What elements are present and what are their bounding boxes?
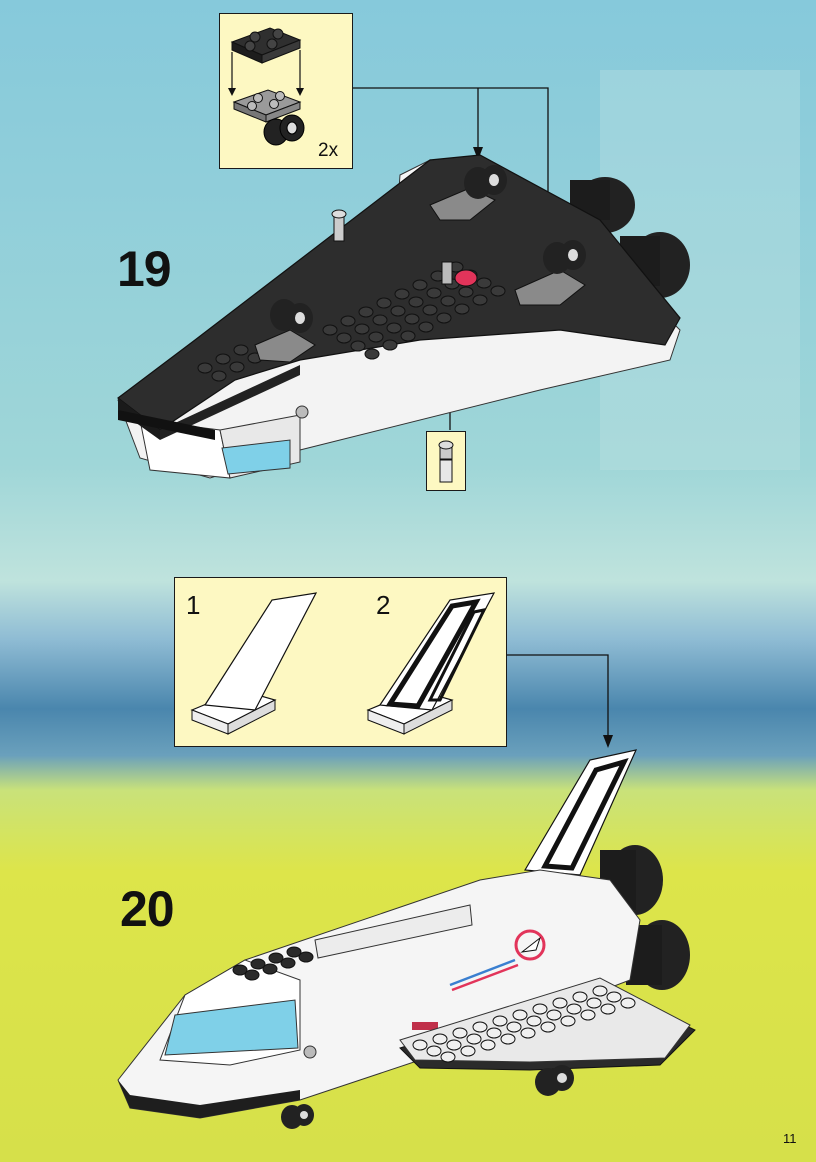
- stud: [620, 997, 636, 1009]
- stud: [466, 1033, 482, 1045]
- substep-label-1: 1: [186, 590, 201, 620]
- stud: [552, 997, 568, 1009]
- stud: [572, 991, 588, 1003]
- stud: [408, 296, 424, 308]
- payload-bay-door: [314, 904, 473, 959]
- stud: [520, 1027, 536, 1039]
- stud: [426, 287, 442, 299]
- stud: [440, 1051, 456, 1063]
- stud: [233, 344, 249, 356]
- stud: [566, 1003, 582, 1015]
- step20-cockpit-window: [164, 999, 299, 1056]
- stud: [422, 304, 438, 316]
- stud: [592, 985, 608, 997]
- stud: [229, 361, 245, 373]
- stud: [500, 1033, 516, 1045]
- stud: [232, 964, 248, 976]
- stud: [480, 1039, 496, 1051]
- stud: [400, 330, 416, 342]
- stud: [492, 1015, 508, 1027]
- stud: [532, 1003, 548, 1015]
- step20-landing-wheels: [281, 1065, 574, 1129]
- stud: [197, 362, 213, 374]
- stud: [546, 1009, 562, 1021]
- stud: [472, 294, 488, 306]
- landing-gear-assemblies: [254, 165, 586, 363]
- plate-2x2-black-icon: [230, 27, 302, 64]
- stud: [586, 997, 602, 1009]
- stud: [298, 951, 314, 963]
- stud: [426, 1045, 442, 1057]
- shuttle-logo-icon: [449, 929, 546, 992]
- stud: [580, 1009, 596, 1021]
- quantity-label: 2x: [318, 140, 339, 161]
- stud: [440, 295, 456, 307]
- stud: [436, 312, 452, 324]
- stud: [458, 286, 474, 298]
- stud: [244, 969, 260, 981]
- stud: [354, 323, 370, 335]
- stud: [606, 991, 622, 1003]
- stud: [526, 1015, 542, 1027]
- stud: [322, 324, 338, 336]
- stud: [358, 306, 374, 318]
- stud: [490, 285, 506, 297]
- stud: [250, 958, 266, 970]
- stud: [560, 1015, 576, 1027]
- stud: [460, 1045, 476, 1057]
- substep-label-2: 2: [376, 590, 391, 620]
- stud: [446, 1039, 462, 1051]
- stud: [372, 314, 388, 326]
- step20-fuselage: [117, 869, 641, 1119]
- stud: [418, 321, 434, 333]
- stud: [350, 340, 366, 352]
- stud: [394, 288, 410, 300]
- stud: [506, 1021, 522, 1033]
- cockpit-window: [221, 439, 291, 475]
- stud: [432, 1033, 448, 1045]
- page-number: 11: [783, 1131, 797, 1146]
- stud: [215, 353, 231, 365]
- stud: [268, 952, 284, 964]
- stud: [486, 1027, 502, 1039]
- step-number-19: 19: [117, 241, 172, 297]
- stud: [280, 957, 296, 969]
- stud: [382, 339, 398, 351]
- step-number-20: 20: [120, 881, 175, 937]
- stud: [340, 315, 356, 327]
- stud: [262, 963, 278, 975]
- stud: [512, 1009, 528, 1021]
- stud: [412, 1039, 428, 1051]
- stud: [386, 322, 402, 334]
- stud: [472, 1021, 488, 1033]
- stud: [368, 331, 384, 343]
- stud: [364, 348, 380, 360]
- stud: [454, 303, 470, 315]
- stud: [286, 946, 302, 958]
- stud: [390, 305, 406, 317]
- stud: [600, 1003, 616, 1015]
- step20-studs: [232, 946, 636, 1063]
- stud: [540, 1021, 556, 1033]
- stud: [476, 277, 492, 289]
- stud: [404, 313, 420, 325]
- stud: [452, 1027, 468, 1039]
- stud: [376, 297, 392, 309]
- tail-fin-decorated-icon: [366, 592, 496, 735]
- stud: [336, 332, 352, 344]
- red-stud-and-antennas: [331, 209, 478, 287]
- tail-fin-plain-icon: [190, 592, 318, 735]
- wheel-plate-icon: [232, 89, 305, 146]
- stud: [211, 370, 227, 382]
- stud: [412, 279, 428, 291]
